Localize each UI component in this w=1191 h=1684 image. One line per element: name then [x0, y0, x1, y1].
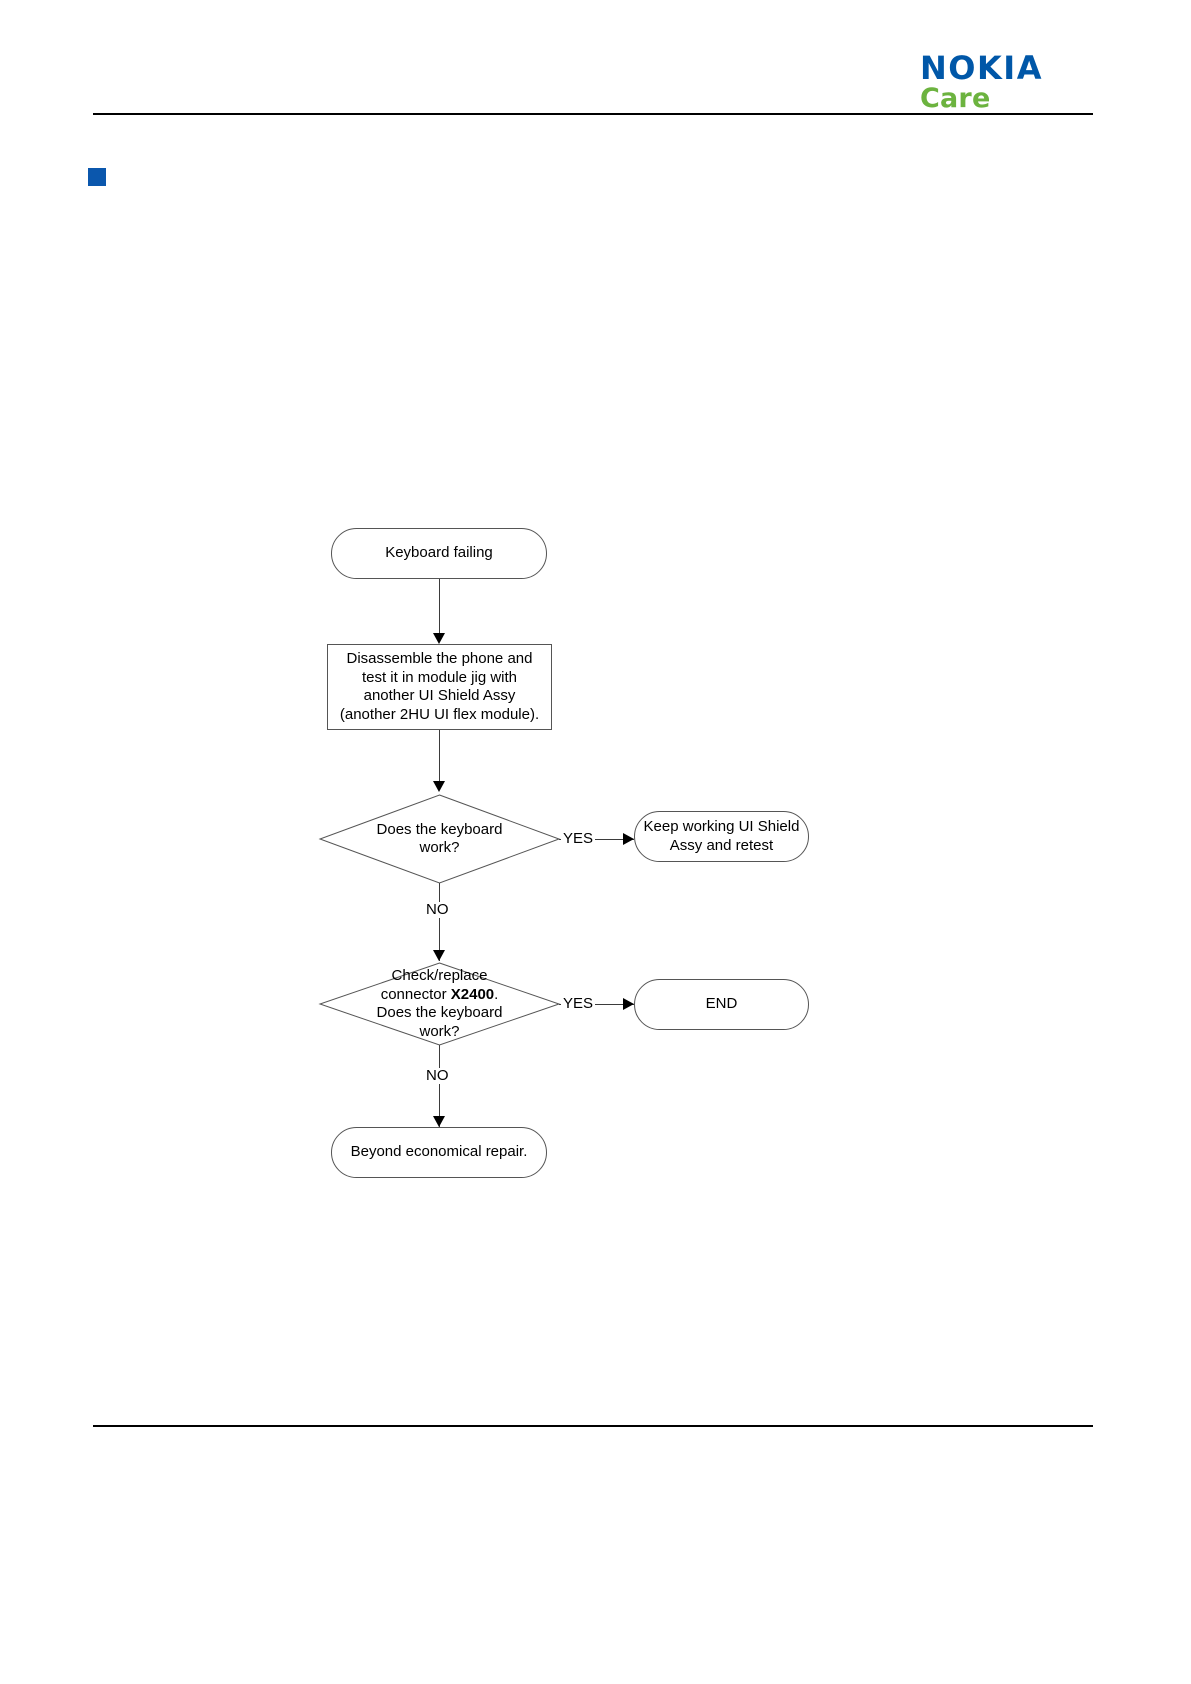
disassemble-line-3: another UI Shield Assy [363, 687, 516, 704]
flow-node-keep-working: Keep working UI Shield Assy and retest [634, 811, 809, 862]
flow-node-decision-x2400: Check/replace connector X2400. Does the … [318, 962, 561, 1046]
section-bullet-icon [88, 168, 106, 186]
arrowhead-decision1-no [433, 950, 445, 961]
connector-decision2-yes [559, 1004, 634, 1005]
flow-node-beyond-repair-label: Beyond economical repair. [350, 1143, 528, 1161]
flow-node-start: Keyboard failing [331, 528, 547, 579]
arrowhead-process-to-decision1 [433, 781, 445, 792]
footer-rule [93, 1425, 1093, 1427]
keep-working-line-1: Keep working UI Shield [643, 818, 800, 835]
decision2-line-3: Does the keyboard [376, 1004, 503, 1021]
decision2-line-1: Check/replace [391, 967, 488, 984]
nokia-care-logo: NOKIA Care [920, 52, 1050, 113]
decision2-line-2: connector X2400. [381, 986, 499, 1005]
disassemble-line-2: test it in module jig with [361, 668, 518, 686]
flow-node-decision-keyboard-work: Does the keyboard work? [318, 794, 561, 884]
decision1-label: Does the keyboard work? [320, 795, 559, 883]
edge-label-no-1: NO [424, 901, 451, 918]
decision2-line-2-prefix: connector [380, 985, 451, 1003]
care-wordmark: Care [920, 83, 991, 114]
flow-node-disassemble: Disassemble the phone and test it in mod… [327, 644, 552, 730]
header-rule [93, 113, 1093, 115]
decision2-line-2-suffix: . [494, 985, 499, 1003]
connector-start-to-process [439, 579, 440, 635]
edge-label-yes-1: YES [561, 830, 596, 847]
edge-label-yes-2: YES [561, 995, 596, 1012]
flow-node-beyond-repair: Beyond economical repair. [331, 1127, 547, 1178]
arrowhead-decision2-no [433, 1116, 445, 1127]
decision1-line-1: Does the keyboard [376, 820, 503, 838]
arrowhead-decision2-yes [623, 998, 634, 1010]
disassemble-line-1: Disassemble the phone and [346, 650, 533, 667]
flow-node-start-label: Keyboard failing [385, 544, 493, 562]
disassemble-line-4: (another 2HU UI flex module). [339, 705, 540, 723]
connector-decision1-no [439, 883, 440, 961]
nokia-wordmark: NOKIA [920, 49, 1043, 87]
decision2-line-4: work? [419, 1022, 460, 1040]
keep-working-line-2: Assy and retest [669, 836, 774, 854]
flow-node-end: END [634, 979, 809, 1030]
decision1-line-2: work? [419, 839, 460, 856]
connector-process-to-decision1 [439, 730, 440, 783]
edge-label-no-2: NO [424, 1067, 451, 1084]
arrowhead-start-to-process [433, 633, 445, 644]
connector-code-x2400: X2400 [450, 985, 495, 1003]
connector-decision2-no [439, 1045, 440, 1127]
flow-node-end-label: END [705, 995, 738, 1013]
decision2-label: Check/replace connector X2400. Does the … [320, 963, 559, 1045]
arrowhead-decision1-yes [623, 833, 634, 845]
connector-decision1-yes [559, 839, 634, 840]
